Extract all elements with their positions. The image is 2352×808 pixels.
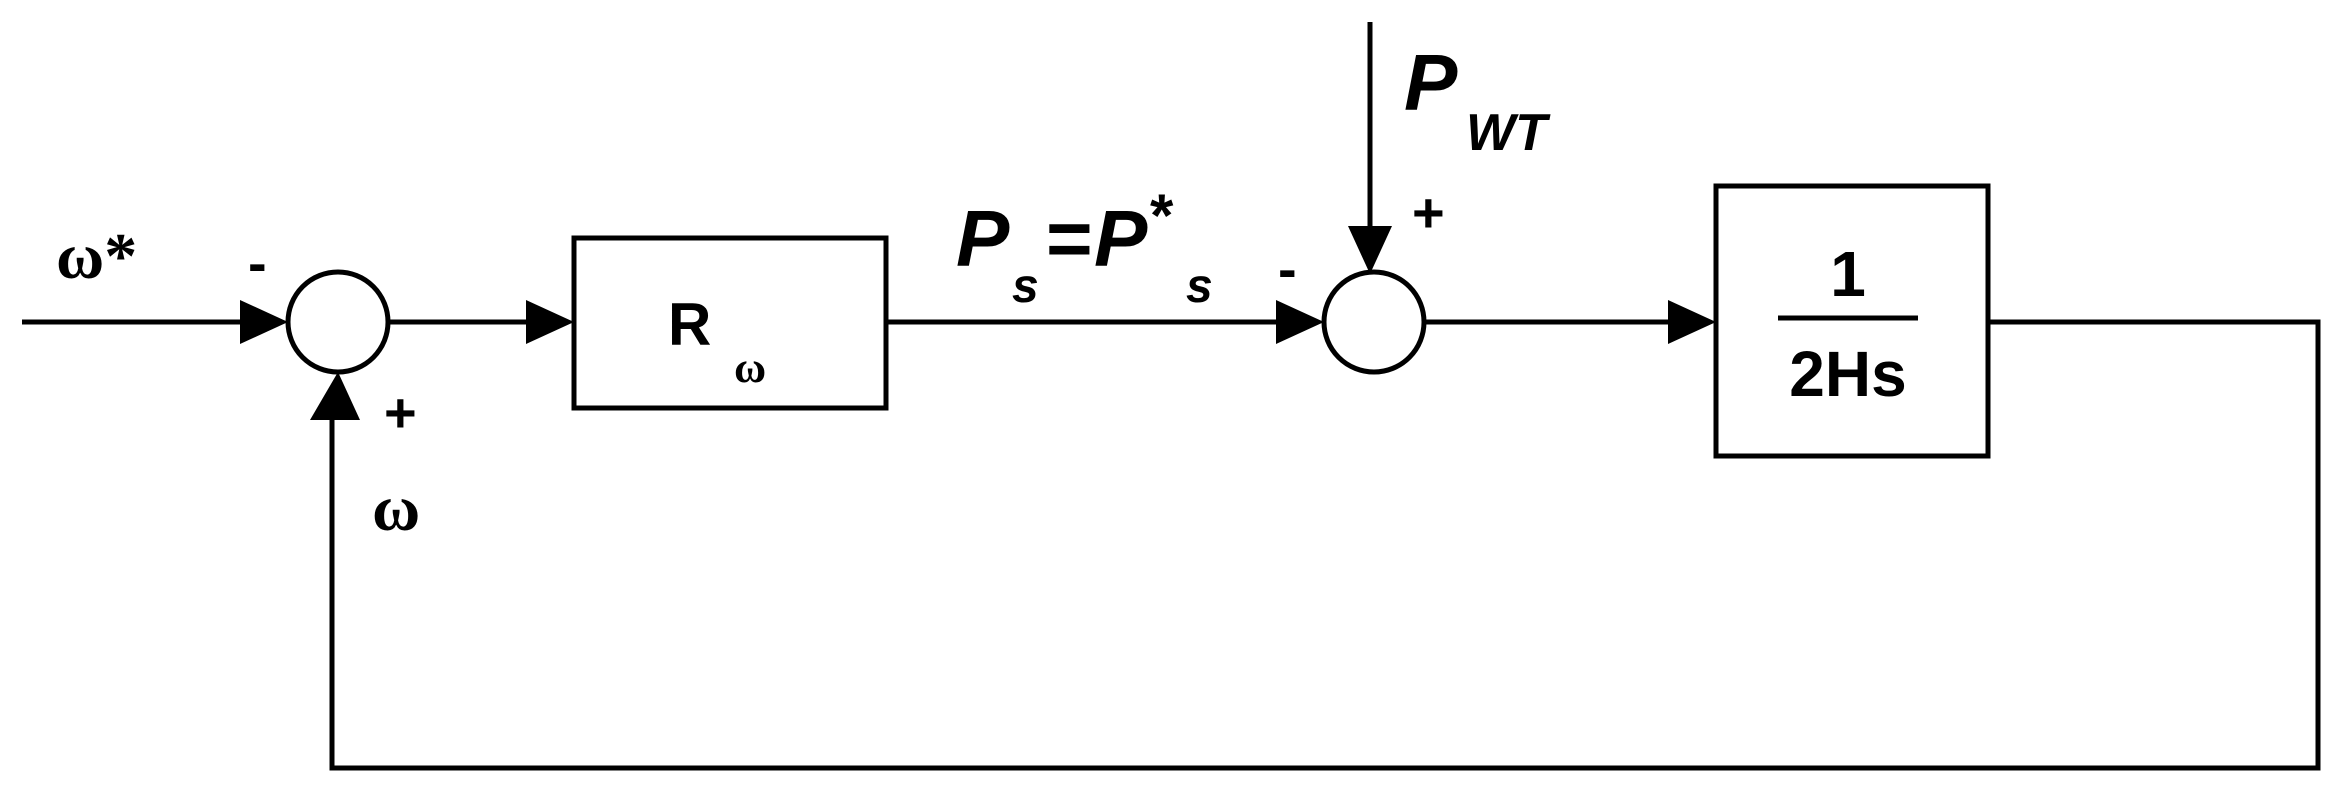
plant-numerator: 1 — [1830, 238, 1866, 310]
controller-label: R — [668, 291, 711, 358]
sum2-plus-sign: + — [1412, 181, 1445, 244]
disturbance-arrow — [1348, 226, 1392, 274]
input-arrow — [240, 300, 288, 344]
summing-junction-2 — [1321, 269, 1427, 375]
disturbance-subscript: WT — [1466, 104, 1551, 162]
plant-input-arrow — [1668, 300, 1716, 344]
controller-block — [571, 235, 889, 411]
feedback-label: ω — [372, 472, 420, 545]
sum1-plus-sign: + — [384, 381, 417, 444]
controller-input-arrow — [526, 300, 574, 344]
sum2-minus-sign: - — [1278, 237, 1297, 300]
setpoint-p2: P — [1094, 194, 1148, 283]
setpoint-p1: P — [956, 194, 1010, 283]
disturbance-label: P — [1404, 38, 1458, 127]
input-label: ω* — [56, 220, 137, 293]
feedback-arrow — [310, 372, 360, 420]
setpoint-equals: = — [1046, 194, 1093, 283]
setpoint-s1: s — [1012, 260, 1039, 313]
feedback-wire — [329, 319, 2321, 771]
sum1-minus-sign: - — [248, 231, 267, 294]
plant-block — [1713, 183, 1991, 459]
summing-junction-1 — [285, 269, 391, 375]
sum2-input-arrow — [1276, 300, 1324, 344]
setpoint-star: * — [1150, 182, 1174, 249]
controller-subscript: ω — [734, 343, 766, 392]
plant-denominator: 2Hs — [1789, 338, 1906, 410]
setpoint-s2: s — [1186, 260, 1213, 313]
